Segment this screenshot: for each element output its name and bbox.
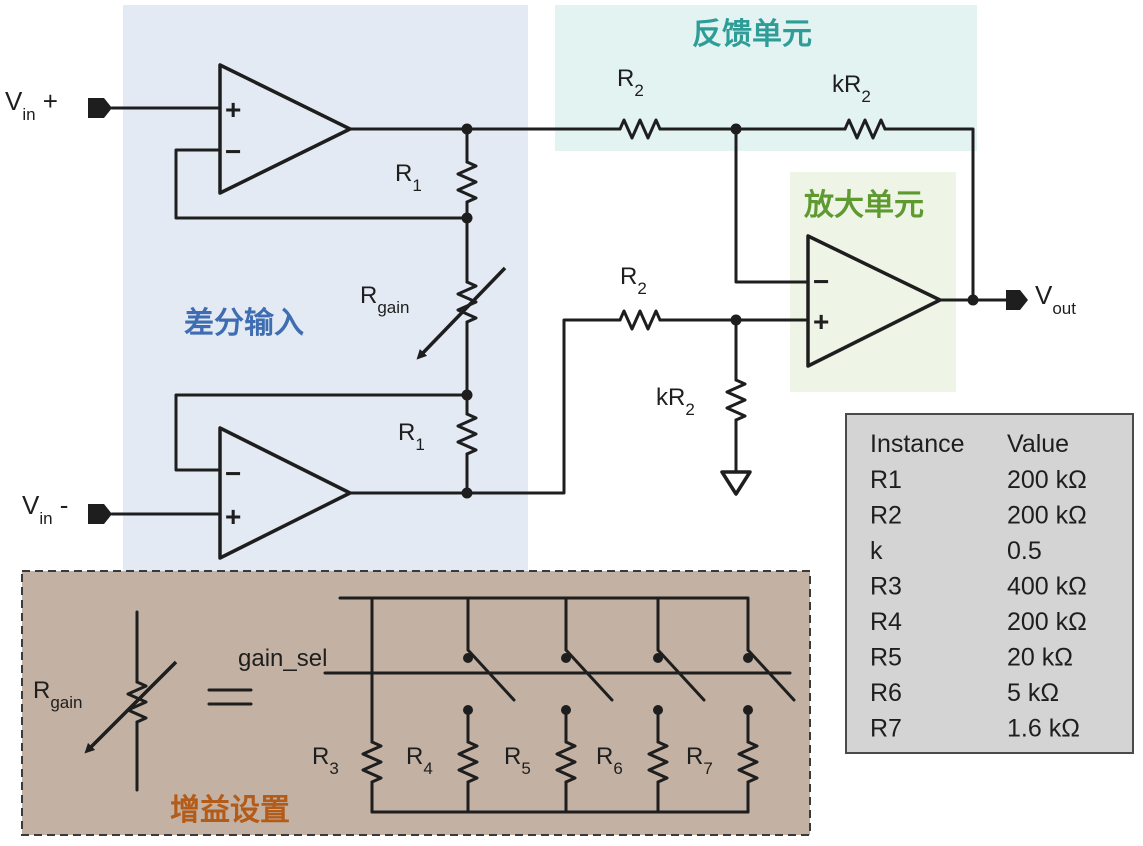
label-gain-sel: gain_sel [238, 645, 327, 672]
label-kr2-ground: kR2 [656, 384, 695, 419]
bus-top [338, 596, 750, 652]
label-rgain-symbol: Rgain [33, 677, 82, 712]
table-cell-value: 20 kΩ [1007, 644, 1073, 672]
label-r4: R4 [406, 743, 433, 778]
resistor-kr2-ground [725, 378, 747, 422]
op-amp-top-minus: − [225, 136, 241, 167]
label-r2-input: R2 [620, 263, 647, 298]
rgain-symbol-arrow [84, 660, 178, 754]
table-cell-instance: R1 [870, 466, 902, 494]
node-top-fb [461, 212, 473, 224]
table-header-value: Value [1007, 430, 1069, 458]
resistor-r2-feedback [618, 118, 662, 140]
table-cell-value: 400 kΩ [1007, 573, 1087, 601]
label-vin-minus: Vin - [22, 490, 68, 528]
resistor-r3 [361, 740, 383, 784]
vin-plus-terminal [88, 98, 112, 118]
table-cell-value: 200 kΩ [1007, 502, 1087, 530]
amplifier-unit-title: 放大单元 [803, 188, 924, 223]
resistor-kr2-feedback [843, 118, 887, 140]
wire-fb-to-minus [734, 127, 810, 284]
table-cell-value: 5 kΩ [1007, 679, 1059, 707]
op-amp-top-plus: + [225, 94, 241, 125]
feedback-unit-title: 反馈单元 [692, 17, 812, 52]
wire-bottom-feedback [174, 393, 469, 472]
table-cell-instance: R6 [870, 679, 902, 707]
equals-sign [207, 688, 253, 706]
op-amp-bottom-minus: − [225, 458, 241, 489]
table-cell-instance: R2 [870, 502, 902, 530]
switch-r6 [647, 596, 706, 814]
wire-fb-3 [883, 127, 975, 302]
label-r7: R7 [686, 743, 713, 778]
table-cell-instance: R4 [870, 608, 902, 636]
op-amp-bottom [218, 426, 352, 560]
switch-r4 [457, 596, 516, 814]
differential-input-title: 差分输入 [184, 306, 304, 341]
table-cell-instance: R7 [870, 715, 902, 743]
op-amp-output-minus: − [813, 266, 829, 297]
label-r1-top: R1 [395, 160, 422, 195]
resistor-r1-top [456, 160, 478, 204]
label-r6: R6 [596, 743, 623, 778]
table-cell-instance: R3 [870, 573, 902, 601]
rgain-symbol-resistor [126, 680, 148, 724]
op-amp-output-plus: + [813, 306, 829, 337]
resistor-r2-input [618, 309, 662, 331]
label-r2-feedback: R2 [617, 65, 644, 100]
op-amp-output [806, 234, 942, 368]
wire-top-feedback [174, 148, 469, 220]
gain-setting-title: 增益设置 [170, 793, 290, 828]
vout-terminal [1006, 290, 1028, 310]
gain-setting-region [21, 570, 811, 836]
node-bottom-fb [461, 389, 473, 401]
label-r3: R3 [312, 743, 339, 778]
label-kr2-feedback: kR2 [832, 71, 871, 106]
ground-symbol [720, 470, 752, 496]
label-rgain: Rgain [360, 282, 409, 317]
wire-bottom-out [348, 318, 622, 495]
vin-minus-terminal [88, 504, 112, 524]
node-output [967, 294, 979, 306]
resistor-rgain [456, 280, 478, 324]
label-vin-plus: Vin + [5, 86, 58, 124]
label-r5: R5 [504, 743, 531, 778]
table-cell-value: 200 kΩ [1007, 466, 1087, 494]
label-r1-bottom: R1 [398, 419, 425, 454]
table-cell-value: 200 kΩ [1007, 608, 1087, 636]
table-cell-value: 0.5 [1007, 537, 1042, 565]
amplifier-unit-region [790, 172, 956, 392]
rgain-variable-arrow [416, 266, 507, 360]
value-table [845, 413, 1134, 754]
node-bottom-out [461, 487, 473, 499]
table-header-instance: Instance [870, 430, 965, 458]
table-cell-instance: R5 [870, 644, 902, 672]
switch-r7 [737, 648, 796, 814]
table-cell-instance: k [870, 537, 883, 565]
op-amp-bottom-plus: + [225, 501, 241, 532]
switch-r5 [555, 596, 614, 814]
resistor-r1-bottom [456, 412, 478, 456]
op-amp-top [218, 63, 352, 195]
table-rows: R1 200 kΩ R2 200 kΩ k 0.5R3 400 kΩ R4 200 kΩ R5 20… [870, 466, 1087, 743]
table-cell-value: 1.6 kΩ [1007, 715, 1080, 743]
label-vout: Vout [1035, 280, 1076, 318]
